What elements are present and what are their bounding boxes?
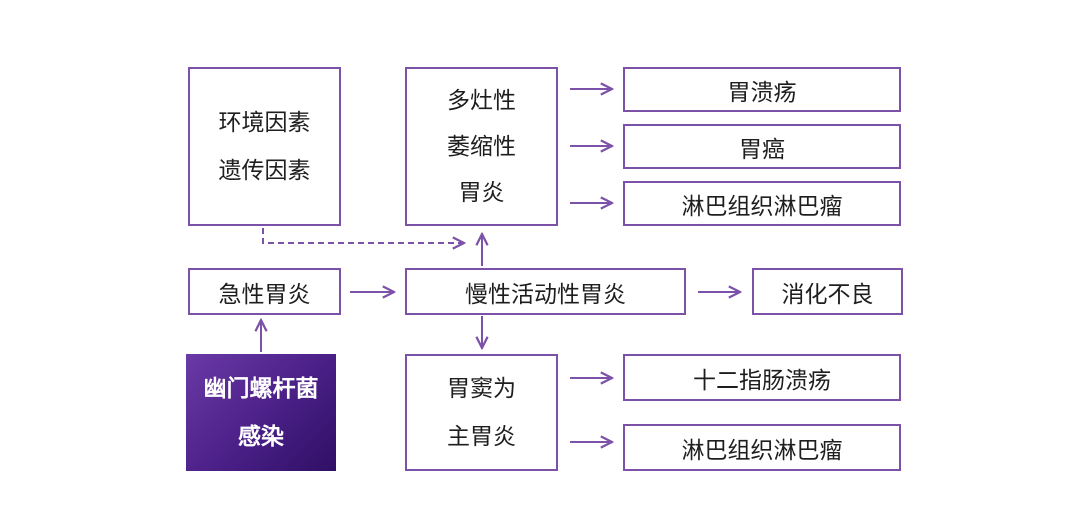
box-env-genetic-line-1: 环境因素 [218,109,311,136]
box-antral-line-2: 主胃炎 [447,423,516,450]
box-hpylori-line-2: 感染 [238,423,284,450]
box-dyspepsia-label: 消化不良 [781,281,874,308]
box-acute-gastritis: 急性胃炎 [188,268,341,315]
box-lymphoma-bottom: 淋巴组织淋巴瘤 [623,424,901,471]
box-lymphoma-top: 淋巴组织淋巴瘤 [623,181,901,226]
box-multifocal-atrophic: 多灶性 萎缩性 胃炎 [405,67,558,226]
box-gastric-ulcer-label: 胃溃疡 [727,79,797,106]
box-chronic-active-label: 慢性活动性胃炎 [465,281,626,308]
box-lymphoma-top-label: 淋巴组织淋巴瘤 [681,193,843,220]
box-multifocal-line-1: 多灶性 [447,87,516,114]
box-acute-gastritis-label: 急性胃炎 [218,281,311,308]
box-chronic-active: 慢性活动性胃炎 [405,268,686,315]
box-hpylori-infection: 幽门螺杆菌 感染 [186,354,336,471]
box-gastric-cancer: 胃癌 [623,124,901,169]
box-antral-line-1: 胃窦为 [447,375,516,402]
box-multifocal-line-3: 胃炎 [458,179,505,206]
box-lymphoma-bottom-label: 淋巴组织淋巴瘤 [681,437,843,464]
box-dyspepsia: 消化不良 [752,268,903,315]
box-gastric-ulcer: 胃溃疡 [623,67,901,112]
box-duodenal-ulcer: 十二指肠溃疡 [623,354,901,401]
box-env-genetic-line-2: 遗传因素 [218,157,311,184]
box-env-genetic: 环境因素 遗传因素 [188,67,341,226]
box-duodenal-ulcer-label: 十二指肠溃疡 [693,367,831,394]
box-multifocal-line-2: 萎缩性 [447,133,516,160]
box-hpylori-line-1: 幽门螺杆菌 [203,375,319,402]
box-antral-gastritis: 胃窦为 主胃炎 [405,354,558,471]
box-gastric-cancer-label: 胃癌 [739,136,785,163]
dashed-arrow-env-to-chronic [262,228,464,243]
